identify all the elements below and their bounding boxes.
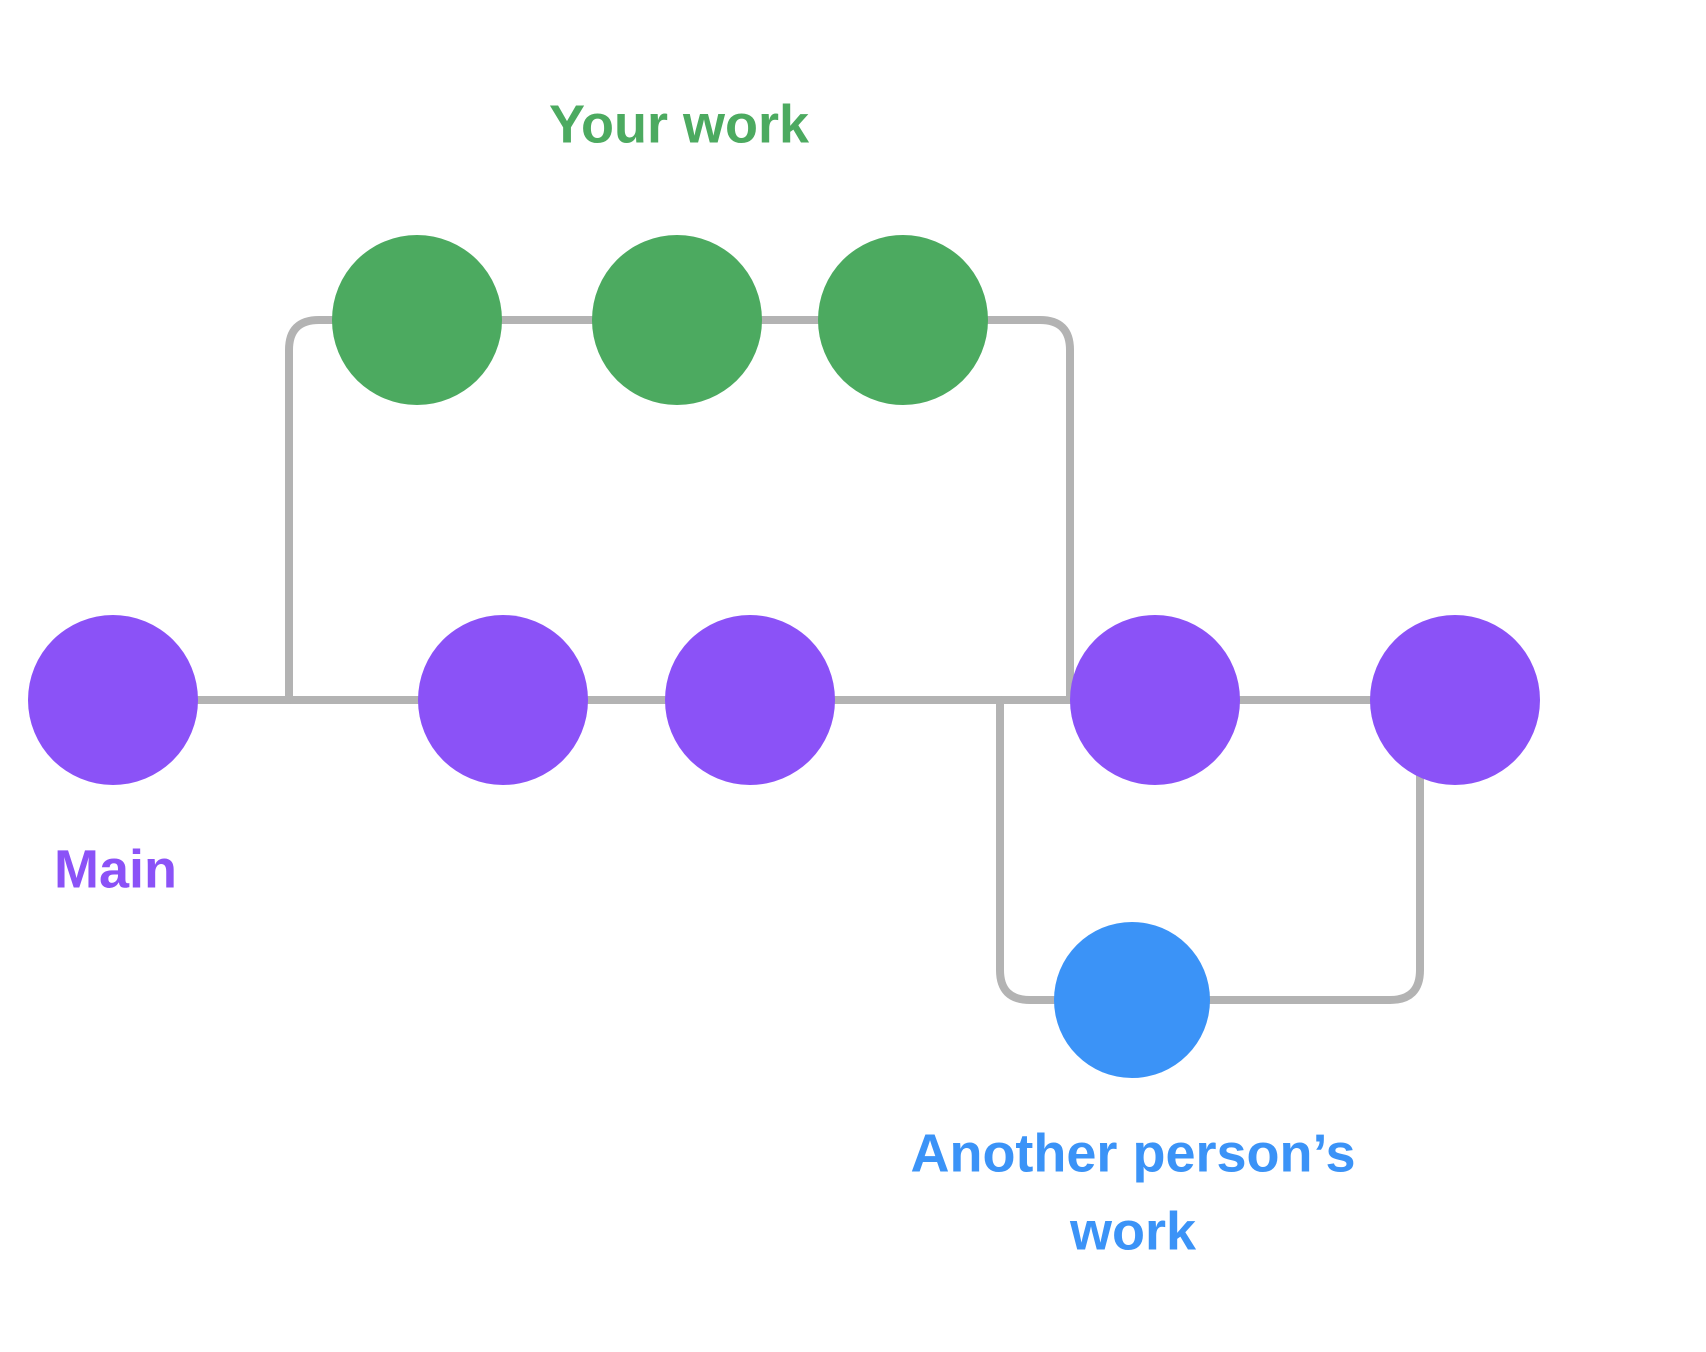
branch-label-main: Main: [54, 839, 177, 899]
commit-node-layer: [28, 235, 1540, 1078]
connector-yourwork-merge-in: [984, 316, 1074, 704]
commit-node-main-commit-2[interactable]: [418, 615, 588, 785]
branch-label-layer: Your work Main Another person’s work: [54, 94, 1356, 1261]
commit-node-main-commit-4[interactable]: [1070, 615, 1240, 785]
branch-label-another-person-line2: work: [1069, 1201, 1197, 1261]
commit-node-yourwork-commit-3[interactable]: [818, 235, 988, 405]
connector-layer: [194, 316, 1464, 1004]
commit-node-yourwork-commit-1[interactable]: [332, 235, 502, 405]
commit-node-another-commit-1[interactable]: [1054, 922, 1210, 1078]
branch-label-another-person-line1: Another person’s: [910, 1123, 1355, 1183]
commit-node-main-commit-1[interactable]: [28, 615, 198, 785]
commit-node-main-commit-3[interactable]: [665, 615, 835, 785]
commit-node-main-commit-5[interactable]: [1370, 615, 1540, 785]
connector-another-branch-out: [996, 696, 1064, 1004]
connector-yourwork-branch-out: [285, 316, 336, 704]
commit-node-yourwork-commit-2[interactable]: [592, 235, 762, 405]
branch-label-your-work: Your work: [549, 94, 810, 154]
